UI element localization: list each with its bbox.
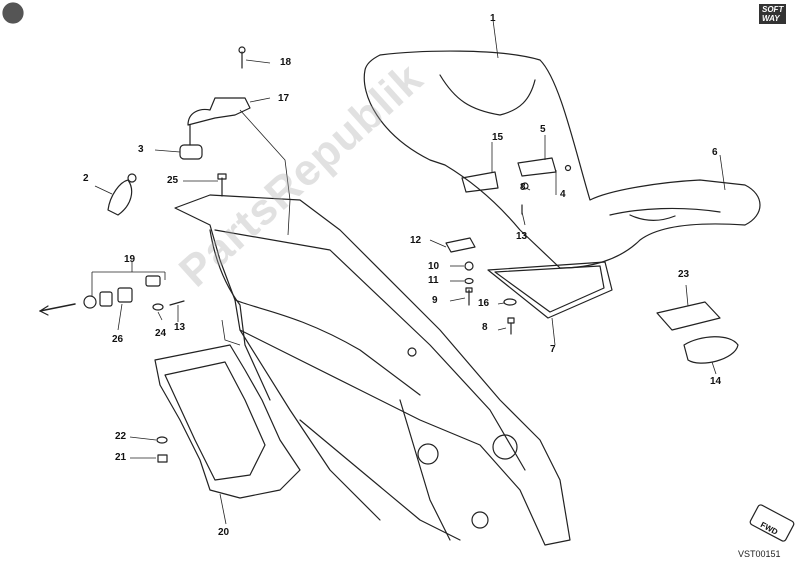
callout-4: 4 [560,189,566,200]
callout-14: 14 [710,376,722,387]
callout-6: 6 [712,147,718,158]
pad-14 [683,336,739,364]
callout-7: 7 [550,344,556,355]
corner-badge [2,2,24,24]
callout-17: 17 [278,93,290,104]
bracket-15 [461,171,499,193]
callout-2: 2 [83,173,89,184]
seat-inner [439,74,536,116]
seat-pan-7 [487,261,613,319]
callout-22: 22 [115,431,127,442]
callout-12: 12 [410,235,422,246]
callout-1: 1 [490,13,496,24]
callout-24: 24 [155,328,167,339]
callout-25: 25 [167,175,179,186]
callout-10: 10 [428,261,440,272]
bracket-5 [517,157,557,177]
cable-2 [107,179,133,216]
callout-5: 5 [540,124,546,135]
pad-23 [656,301,721,331]
mudguard-20 [154,344,301,499]
seat-outline [363,50,761,269]
callout-26: 26 [112,334,124,345]
callout-8-pan: 8 [482,322,488,333]
callout-3: 3 [138,144,144,155]
drawing-code: VST00151 [738,549,781,559]
callout-11: 11 [428,275,439,286]
seat-cutout [629,214,676,221]
callout-20: 20 [218,527,230,538]
callout-13-lock: 13 [174,322,186,333]
callout-19: 19 [124,254,136,265]
frame [174,194,571,546]
callout-13-seat: 13 [516,231,528,242]
callout-21: 21 [115,452,127,463]
callout-9: 9 [432,295,438,306]
seat-rear [609,207,721,216]
callout-8-seat: 8 [520,182,526,193]
callout-18: 18 [280,57,292,68]
callout-15: 15 [492,132,504,143]
callout-16: 16 [478,298,490,309]
callout-23: 23 [678,269,690,280]
